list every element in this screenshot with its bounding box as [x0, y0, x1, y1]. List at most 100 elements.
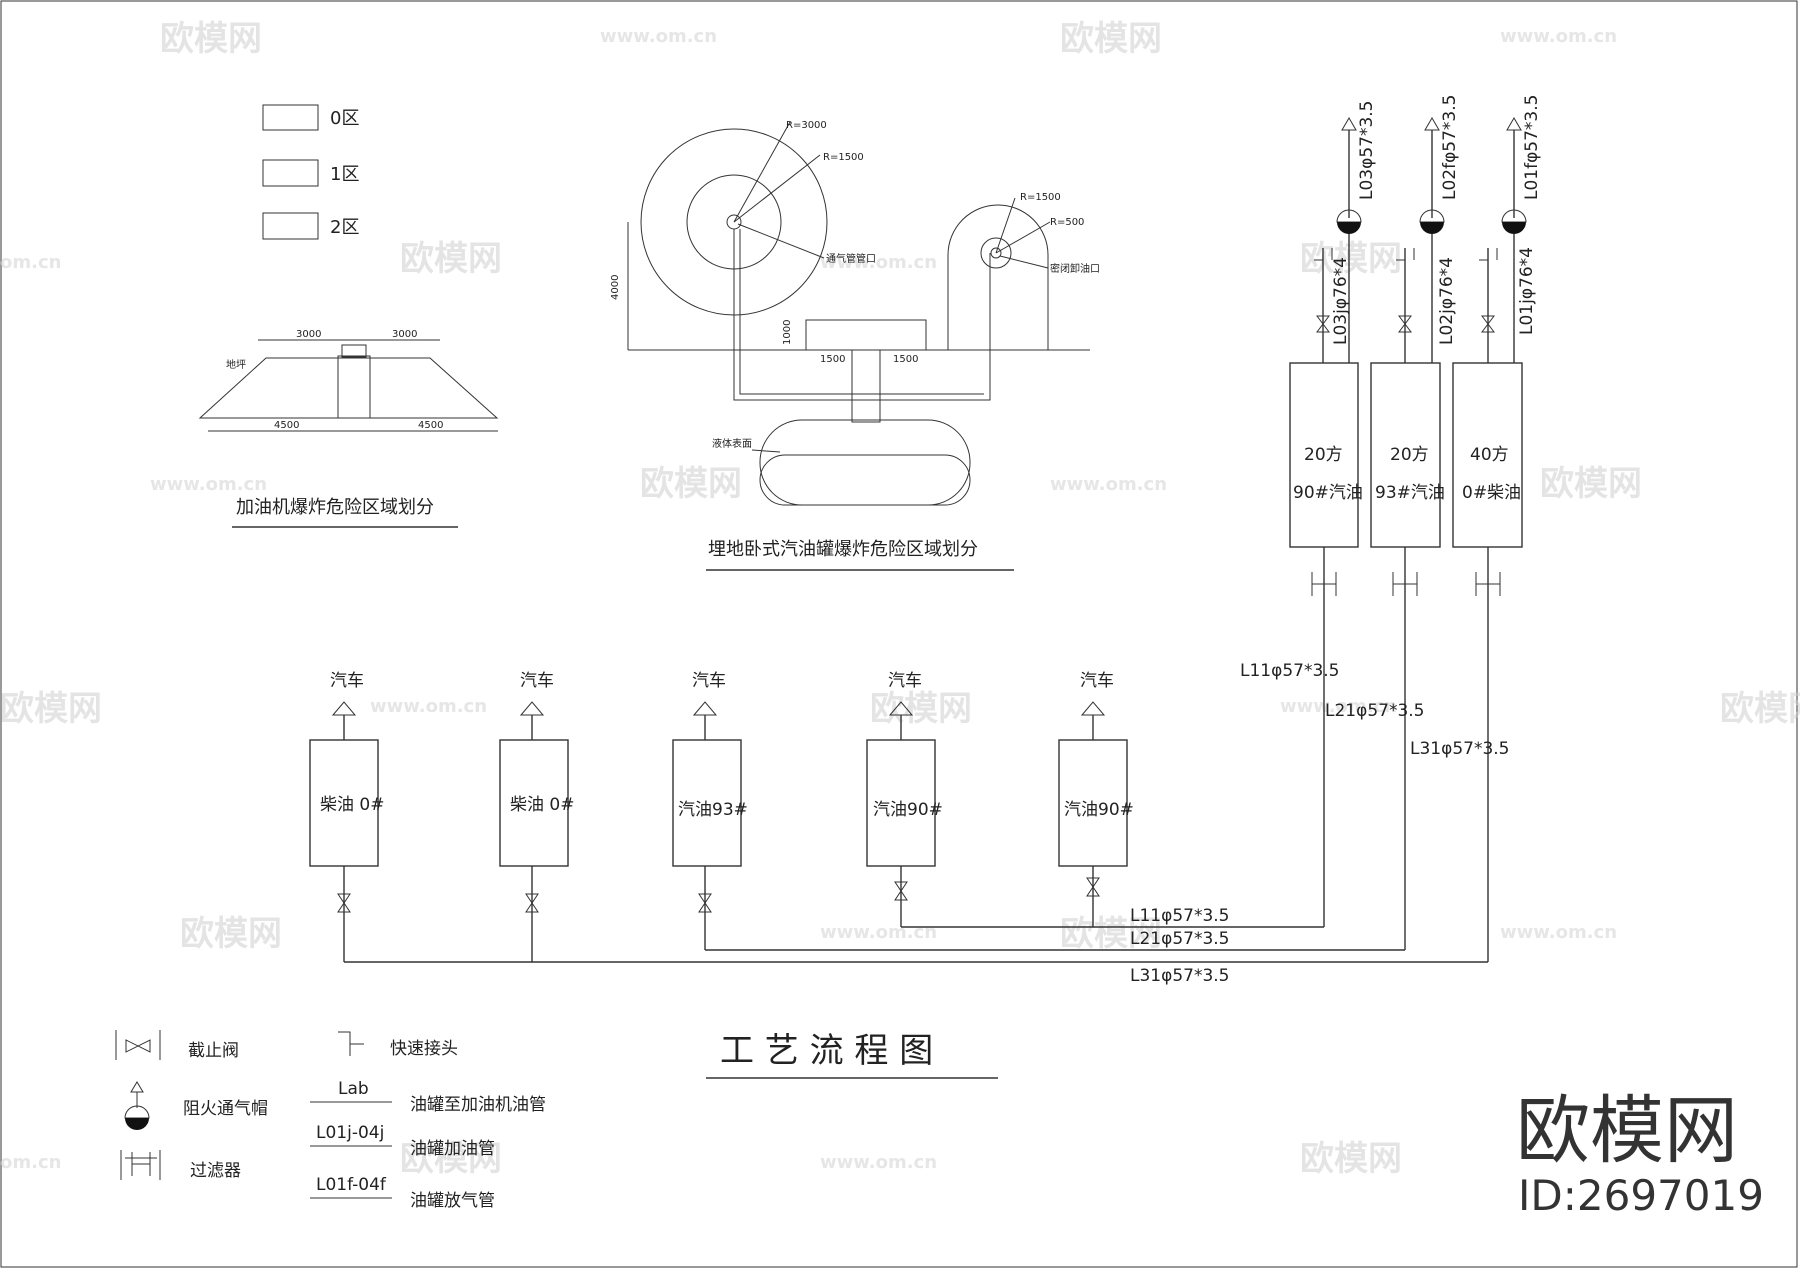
tank-fuel: 0#柴油 [1462, 483, 1521, 503]
quick-coupling-icon [1396, 248, 1415, 261]
flame-arrestor-icon [1419, 209, 1445, 223]
buried-tank-vapour [759, 419, 971, 506]
car-label: 汽车 [888, 671, 922, 691]
tank-section-title: 埋地卧式汽油罐爆炸危险区域划分 [708, 539, 978, 560]
dispenser: 汽车 汽油90# [1058, 671, 1134, 927]
watermark-logo: 欧模网 [0, 689, 102, 729]
vent-line-label: L03φ57*3.5 [1357, 101, 1377, 201]
manhole-zone [851, 349, 881, 423]
valve-icon [1481, 315, 1495, 333]
watermark-logo: 欧模网 [1060, 914, 1162, 954]
dispenser-body [341, 344, 367, 358]
symbol-legend: 截止阀 快速接头 阻火通气帽 过滤器 Lab 油罐至加油机油管 L01j-04j… [115, 1030, 546, 1211]
dim-text: 1500 [820, 354, 845, 365]
radius-text: R=1500 [823, 152, 864, 163]
fill-line-label: L02jφ76*4 [1437, 257, 1457, 345]
watermark-url: om.cn [0, 252, 61, 273]
header-line-label: L31φ57*3.5 [1130, 966, 1230, 986]
watermark-logo: 欧模网 [1300, 1139, 1402, 1179]
watermark-logo: 欧模网 [1720, 689, 1800, 729]
car-label: 汽车 [1080, 671, 1114, 691]
brand-block: 欧模网 ID:2697019 [1516, 1088, 1764, 1220]
dispenser: 汽车 柴油 0# [309, 671, 384, 962]
zone2-label: 2区 [330, 217, 359, 238]
fill-line-label: L03jφ76*4 [1331, 257, 1351, 345]
zone1-label: 1区 [330, 164, 359, 185]
header-line-label: L21φ57*3.5 [1130, 929, 1230, 949]
flame-arrestor-icon [1501, 209, 1527, 223]
car-label: 汽车 [330, 671, 364, 691]
dim-text: 4500 [274, 420, 299, 431]
car-label: 汽车 [692, 671, 726, 691]
header-line-label: L11φ57*3.5 [1130, 906, 1230, 926]
unload-port [990, 247, 1002, 259]
radius-line [995, 221, 1051, 254]
valve-icon [1316, 315, 1330, 333]
liquid-label: 液体表面 [712, 437, 752, 450]
car-label: 汽车 [520, 671, 554, 691]
arrow-up-icon [692, 701, 718, 716]
dim-text: 3000 [392, 329, 417, 340]
arrow-up-icon [1341, 117, 1357, 131]
zone0-swatch [262, 104, 319, 131]
quick-coupling-icon [1479, 248, 1498, 261]
watermark-url: www.om.cn [820, 252, 937, 273]
watermark-logo: 欧模网 [1060, 19, 1162, 59]
leader-line [999, 255, 1049, 269]
storage-tank-90: L03φ57*3.5 L03jφ76*4 20方 90#汽油 [1289, 101, 1377, 927]
zone-legend: 0区 1区 2区 [262, 104, 359, 240]
flame-arrestor-icon [1420, 222, 1444, 234]
storage-tank-93: L02fφ57*3.5 L02jφ76*4 20方 93#汽油 [1370, 95, 1460, 950]
brand-id: ID:2697019 [1518, 1171, 1764, 1220]
unload-label: 密闭卸油口 [1050, 262, 1100, 275]
buried-tank-liquid [759, 454, 971, 506]
dispenser: 汽车 汽油93# [672, 671, 748, 950]
watermark-url: www.om.cn [820, 1152, 937, 1173]
radius-text: R=3000 [786, 120, 827, 131]
valve-icon [698, 893, 712, 913]
arrow-up-icon [519, 701, 545, 716]
watermark-logo: 欧模网 [1300, 239, 1402, 279]
flame-arrestor-icon [1502, 222, 1526, 234]
watermark-logo: 欧模网 [400, 1139, 502, 1179]
watermark-logo: 欧模网 [180, 914, 282, 954]
watermark-logo: 欧模网 [640, 464, 742, 504]
tank-line-label: L21φ57*3.5 [1325, 701, 1425, 721]
dispenser-box [499, 739, 569, 867]
quick-coupling-icon [1314, 248, 1333, 261]
tank-top-zone [805, 319, 927, 351]
valve-icon [1086, 877, 1100, 897]
legend-valve: 截止阀 [188, 1041, 239, 1061]
dispenser-section-title: 加油机爆炸危险区域划分 [236, 497, 434, 518]
watermark-url: www.om.cn [1500, 26, 1617, 47]
flow-title-block: 工 艺 流 程 图 [706, 1031, 998, 1079]
leader-line [737, 223, 825, 259]
watermark-url: www.om.cn [1280, 696, 1397, 717]
tank-capacity: 40方 [1470, 445, 1509, 465]
arrow-up-icon [1080, 701, 1106, 716]
dispenser-box [672, 739, 742, 867]
zone0-label: 0区 [330, 108, 359, 129]
arrow-up-icon [1424, 117, 1440, 131]
quick-coupling-icon [338, 1031, 364, 1056]
tank-capacity: 20方 [1304, 445, 1343, 465]
arrow-up-icon [130, 1081, 144, 1093]
filter-icon [125, 1152, 157, 1176]
legend-l01j-desc: 油罐加油管 [410, 1139, 495, 1159]
dispenser-zone1 [337, 355, 371, 419]
valve-icon [125, 1039, 151, 1053]
radius-line [995, 197, 1016, 254]
watermark-logo: 欧模网 [160, 19, 262, 59]
watermark-logo: 欧模网 [400, 239, 502, 279]
dispenser-fuel: 汽油93# [678, 800, 748, 820]
zone1-swatch [262, 159, 319, 187]
radius-text: R=500 [1050, 217, 1084, 228]
watermark-url: www.om.cn [1050, 474, 1167, 495]
radius-text: R=1500 [1020, 192, 1061, 203]
flame-arrestor-icon [124, 1105, 150, 1119]
brand-name: 欧模网 [1516, 1088, 1738, 1174]
valve-icon [894, 881, 908, 901]
tank-fuel: 93#汽油 [1375, 483, 1445, 503]
watermark-layer: 欧模网 www.om.cn 欧模网 www.om.cn om.cn 欧模网 ww… [0, 19, 1800, 1179]
